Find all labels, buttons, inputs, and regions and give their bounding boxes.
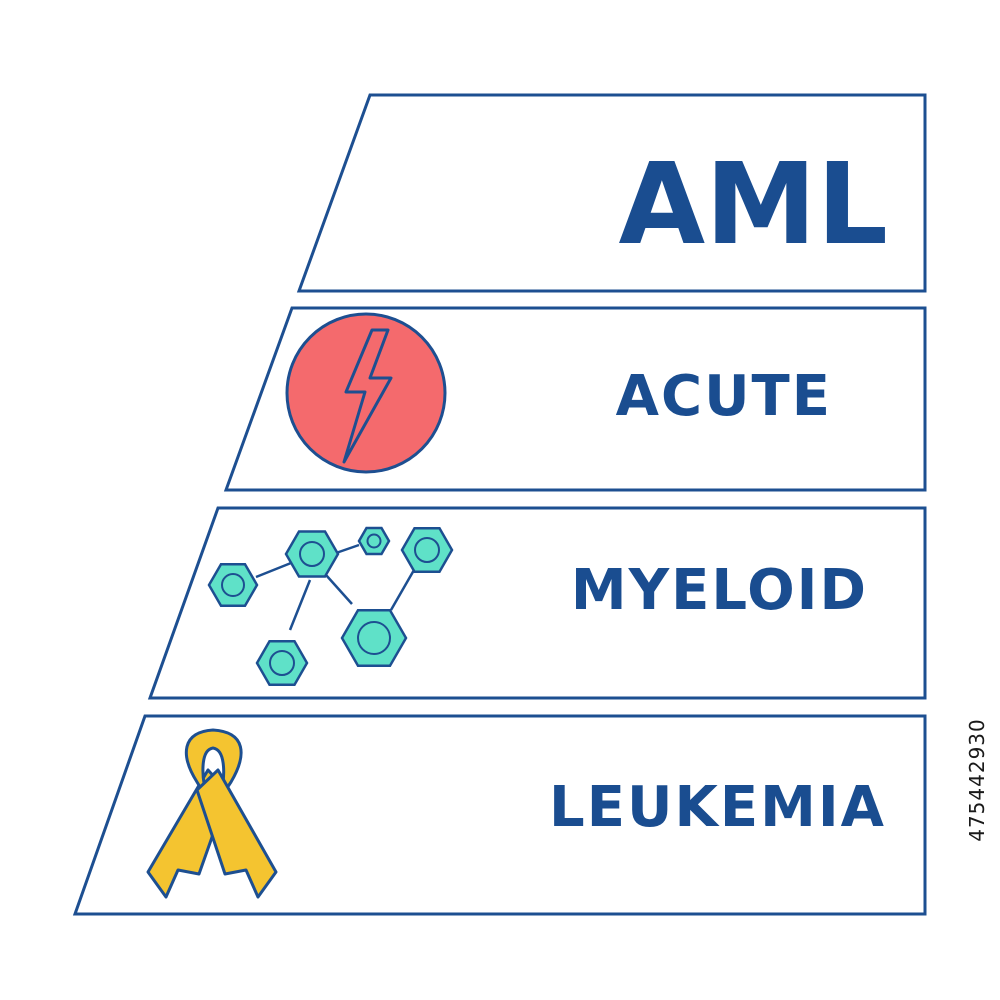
title-text: AML [619, 140, 889, 270]
row-leukemia: LEUKEMIA [72, 714, 927, 916]
row-acute: ACUTE [223, 306, 927, 492]
row-leukemia-label: LEUKEMIA [549, 775, 886, 840]
row-myeloid: MYELOID [147, 506, 927, 700]
row-acute-label: ACUTE [616, 364, 832, 429]
lightning-bolt-icon [285, 312, 447, 474]
row-myeloid-label: MYELOID [571, 558, 868, 623]
molecule-icon [207, 526, 454, 686]
row-leukemia-shape [72, 714, 927, 916]
awareness-ribbon-icon [146, 728, 278, 899]
row-myeloid-shape [147, 506, 927, 700]
title-panel-shape [296, 93, 927, 293]
title-panel: AML [296, 93, 927, 293]
stock-id-text: 475442930 [965, 718, 989, 842]
